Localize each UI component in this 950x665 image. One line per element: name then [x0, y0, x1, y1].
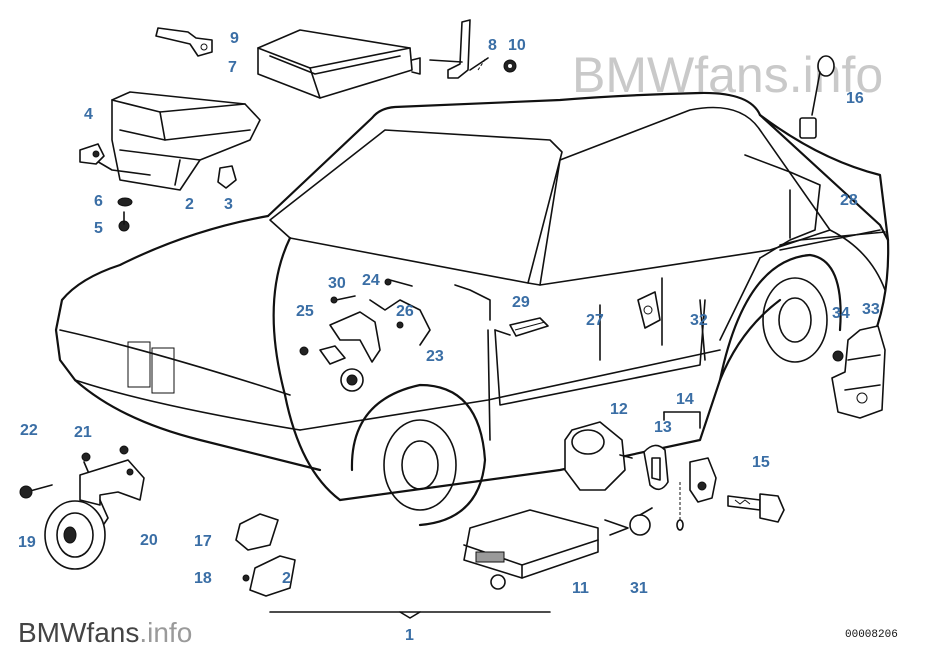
callout-34: 34 — [832, 305, 850, 322]
callout-23: 23 — [426, 348, 444, 365]
callout-3: 3 — [224, 196, 233, 213]
bracket-14 — [663, 411, 717, 531]
control-module-11 — [463, 509, 599, 590]
callout-11: 11 — [572, 580, 589, 597]
callout-21: 21 — [74, 424, 92, 441]
sensor-16 — [799, 55, 835, 139]
connector-29 — [509, 317, 549, 337]
plate-18 — [242, 555, 296, 597]
callout-2-bottom: 2 — [282, 570, 291, 587]
callout-25: 25 — [296, 303, 314, 320]
callout-7: 7 — [228, 59, 237, 76]
callout-32: 32 — [690, 312, 708, 329]
clip-3 — [217, 165, 237, 189]
callout-19: 19 — [18, 534, 36, 551]
callout-27: 27 — [586, 312, 604, 329]
bracket-9 — [155, 27, 213, 57]
callout-9: 9 — [230, 30, 239, 47]
callout-28: 28 — [840, 192, 858, 209]
control-housing-2 — [94, 91, 261, 191]
screw-5 — [118, 211, 130, 232]
bracket-8 — [429, 19, 489, 79]
callout-13: 13 — [654, 419, 672, 436]
watermark-bottom: BMWfans.info — [18, 617, 192, 648]
callout-5: 5 — [94, 220, 103, 237]
callout-26: 26 — [396, 303, 414, 320]
car-outline — [54, 91, 890, 527]
callout-24: 24 — [362, 272, 380, 289]
callout-33: 33 — [862, 301, 880, 318]
callout-17: 17 — [194, 533, 212, 550]
callout-14: 14 — [676, 391, 694, 408]
callout-12: 12 — [610, 401, 628, 418]
horn-bracket-20 — [79, 459, 145, 531]
callout-15: 15 — [752, 454, 770, 471]
harness-bracket-group — [299, 278, 431, 392]
callout-16: 16 — [846, 90, 864, 107]
callout-1: 1 — [405, 627, 414, 644]
ring-13 — [643, 444, 669, 491]
assembly-bracket-1 — [269, 611, 551, 619]
callout-labels: 9 8 10 7 4 16 6 2 3 5 28 30 24 29 25 26 … — [18, 30, 880, 644]
callout-2-top: 2 — [185, 196, 194, 213]
key-15 — [727, 493, 785, 523]
lock-cylinder-12 — [564, 421, 633, 491]
callout-18: 18 — [194, 570, 212, 587]
washer-6 — [117, 197, 133, 207]
callout-22: 22 — [20, 422, 38, 439]
control-unit-tray-7 — [257, 29, 421, 99]
callout-20: 20 — [140, 532, 158, 549]
callout-4: 4 — [84, 106, 93, 123]
bolt-group-21-22 — [19, 445, 129, 499]
drawing-number: 00008206 — [845, 629, 898, 641]
nut-10 — [503, 59, 517, 73]
callout-8: 8 — [488, 37, 497, 54]
clip-4 — [79, 143, 105, 165]
callout-29: 29 — [512, 294, 530, 311]
horn-19 — [44, 500, 106, 570]
nut-34 — [832, 350, 844, 362]
switch-31 — [604, 507, 653, 536]
clip-17 — [235, 513, 279, 551]
callout-10: 10 — [508, 37, 526, 54]
callout-30: 30 — [328, 275, 346, 292]
actuator-33 — [831, 325, 886, 419]
door-lock-27 — [637, 291, 661, 329]
wiring-harness — [454, 154, 886, 406]
callout-31: 31 — [630, 580, 648, 597]
callout-6: 6 — [94, 193, 103, 210]
